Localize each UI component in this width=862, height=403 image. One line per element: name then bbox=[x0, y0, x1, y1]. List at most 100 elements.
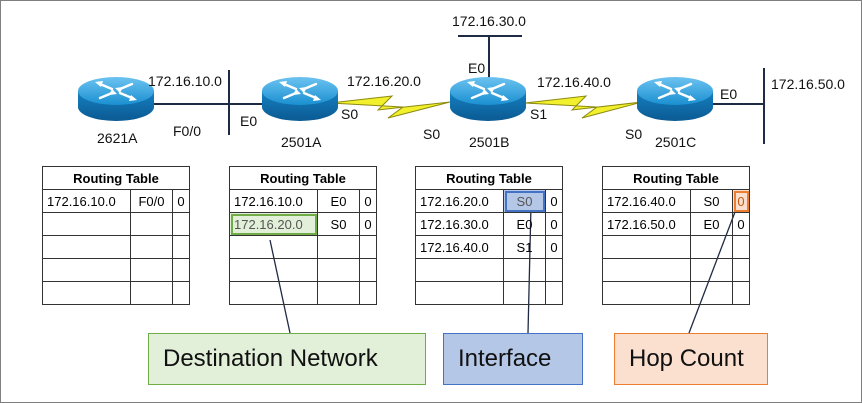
hop-count-cell bbox=[172, 235, 190, 259]
interface-cell bbox=[690, 258, 733, 282]
destination-cell: 172.16.30.0 bbox=[415, 212, 504, 236]
hop-count-cell bbox=[732, 235, 750, 259]
router-icon-2621a bbox=[76, 75, 156, 123]
hop-count-cell bbox=[359, 235, 377, 259]
destination-cell: 172.16.10.0 bbox=[229, 189, 318, 213]
hop-count-cell bbox=[172, 258, 190, 282]
network-label-10: 172.16.10.0 bbox=[148, 73, 222, 89]
router-name-2501a: 2501A bbox=[281, 134, 322, 150]
interface-cell: S1 bbox=[503, 235, 546, 259]
interface-cell bbox=[503, 281, 546, 305]
destination-cell bbox=[229, 235, 318, 259]
table-row bbox=[42, 212, 190, 236]
hop-count-cell bbox=[359, 258, 377, 282]
routing-table-title: Routing Table bbox=[415, 166, 563, 190]
table-row bbox=[602, 281, 750, 305]
interface-cell: E0 bbox=[503, 212, 546, 236]
interface-cell bbox=[317, 258, 360, 282]
interface-cell: F0/0 bbox=[130, 189, 173, 213]
network-label-40: 172.16.40.0 bbox=[537, 74, 611, 90]
interface-cell bbox=[130, 258, 173, 282]
network-label-50: 172.16.50.0 bbox=[771, 76, 845, 92]
interface-cell bbox=[690, 281, 733, 305]
interface-label-2501a-e0: E0 bbox=[240, 113, 258, 129]
table-row bbox=[229, 281, 377, 305]
routing-table-title: Routing Table bbox=[602, 166, 750, 190]
destination-cell bbox=[602, 235, 691, 259]
table-row bbox=[415, 281, 563, 305]
destination-cell bbox=[42, 258, 131, 282]
hop-count-cell bbox=[172, 212, 190, 236]
destination-cell bbox=[229, 281, 318, 305]
routing-table-title: Routing Table bbox=[229, 166, 377, 190]
interface-label-2501b-s1: S1 bbox=[530, 106, 548, 122]
hop-count-cell bbox=[545, 281, 563, 305]
table-row bbox=[602, 235, 750, 259]
hop-count-cell: 0 bbox=[545, 212, 563, 236]
table-row bbox=[42, 281, 190, 305]
interface-label-2501a-s0: S0 bbox=[341, 106, 359, 122]
router-name-2501b: 2501B bbox=[469, 134, 510, 150]
callout-destination-network: Destination Network bbox=[148, 333, 426, 385]
interface-label-2621a-f0-0: F0/0 bbox=[173, 123, 202, 139]
destination-cell: 172.16.40.0 bbox=[602, 189, 691, 213]
table-row bbox=[415, 258, 563, 282]
hop-count-cell: 0 bbox=[359, 212, 377, 236]
interface-cell bbox=[317, 281, 360, 305]
interface-cell bbox=[130, 235, 173, 259]
destination-cell bbox=[42, 281, 131, 305]
destination-cell bbox=[602, 281, 691, 305]
hop-count-cell bbox=[172, 281, 190, 305]
interface-cell bbox=[690, 235, 733, 259]
interface-cell: S0 bbox=[317, 212, 360, 236]
network-label-20: 172.16.20.0 bbox=[347, 73, 421, 89]
table-row bbox=[42, 235, 190, 259]
interface-cell: E0 bbox=[317, 189, 360, 213]
hop-count-cell bbox=[359, 281, 377, 305]
destination-cell bbox=[602, 258, 691, 282]
destination-cell: 172.16.40.0 bbox=[415, 235, 504, 259]
destination-cell-highlighted: 172.16.20.0 bbox=[229, 212, 318, 236]
interface-cell bbox=[503, 258, 546, 282]
hop-count-cell: 0 bbox=[359, 189, 377, 213]
callout-interface: Interface bbox=[443, 333, 583, 385]
table-row bbox=[229, 258, 377, 282]
hop-count-cell: 0 bbox=[545, 189, 563, 213]
table-row bbox=[602, 258, 750, 282]
router-icon-2501a bbox=[260, 75, 340, 123]
interface-cell-highlighted: S0 bbox=[503, 189, 546, 213]
hop-count-cell: 0 bbox=[545, 235, 563, 259]
interface-label-2501b-e0: E0 bbox=[468, 60, 486, 76]
interface-label-2501b-s0: S0 bbox=[423, 126, 441, 142]
hop-count-cell bbox=[545, 258, 563, 282]
router-icon-2501b bbox=[448, 75, 528, 123]
destination-cell bbox=[42, 212, 131, 236]
interface-cell: E0 bbox=[690, 212, 733, 236]
destination-cell bbox=[415, 258, 504, 282]
router-icon-2501c bbox=[635, 75, 715, 123]
network-label-30: 172.16.30.0 bbox=[452, 13, 526, 29]
interface-cell bbox=[317, 235, 360, 259]
hop-count-cell bbox=[732, 258, 750, 282]
hop-count-cell bbox=[732, 281, 750, 305]
ethernet-links bbox=[154, 35, 765, 144]
interface-cell: S0 bbox=[690, 189, 733, 213]
destination-cell bbox=[415, 281, 504, 305]
table-row bbox=[42, 258, 190, 282]
table-row bbox=[229, 235, 377, 259]
destination-cell: 172.16.20.0 bbox=[415, 189, 504, 213]
router-name-2621a: 2621A bbox=[97, 130, 138, 146]
interface-cell bbox=[130, 212, 173, 236]
hop-count-cell-highlighted: 0 bbox=[732, 189, 750, 213]
destination-cell: 172.16.10.0 bbox=[42, 189, 131, 213]
